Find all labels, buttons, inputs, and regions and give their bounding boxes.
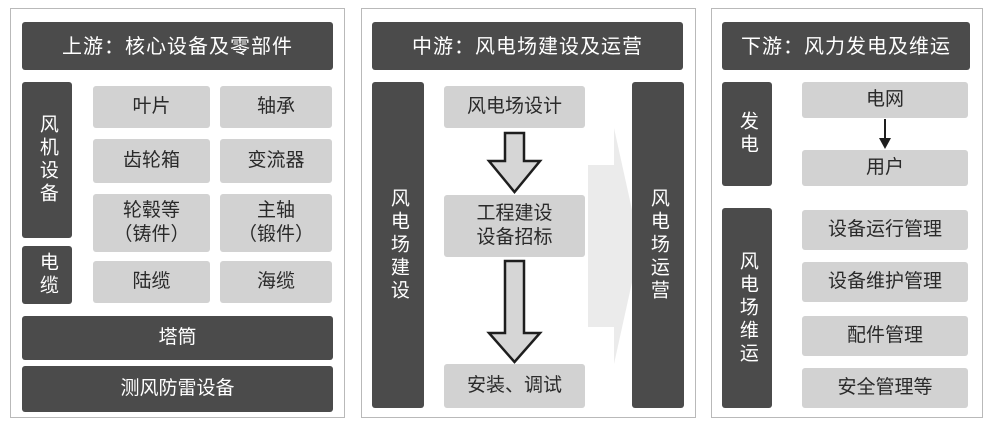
converter-box: 变流器 — [220, 139, 332, 183]
wind-measure-lightning-box: 测风防雷设备 — [22, 366, 333, 412]
down-arrow-icon — [486, 131, 543, 194]
power-generation-label: 发电 — [722, 82, 772, 186]
wind-farm-operation-label: 风电场运营 — [632, 82, 684, 408]
wind-farm-design-box: 风电场设计 — [444, 86, 585, 128]
bearing-box: 轴承 — [220, 86, 332, 128]
main-shaft-forging-box: 主轴 （锻件） — [220, 194, 332, 252]
midstream-header: 中游：风电场建设及运营 — [372, 22, 683, 70]
safety-mgmt-box: 安全管理等 — [802, 368, 968, 408]
wind-turbine-equipment-label: 风机设备 — [22, 82, 72, 238]
tower-box: 塔筒 — [22, 316, 333, 360]
user-box: 用户 — [802, 150, 968, 186]
equipment-operation-mgmt-box: 设备运行管理 — [802, 210, 968, 250]
install-commission-box: 安装、调试 — [444, 364, 585, 408]
upstream-header: 上游：核心设备及零部件 — [22, 22, 333, 70]
gearbox-box: 齿轮箱 — [93, 139, 210, 183]
down-arrow-icon — [486, 259, 543, 364]
sea-cable-box: 海缆 — [220, 261, 332, 303]
parts-mgmt-box: 配件管理 — [802, 316, 968, 356]
hub-casting-box: 轮毂等 （铸件） — [93, 194, 210, 252]
land-cable-box: 陆缆 — [93, 261, 210, 303]
engineering-tendering-box: 工程建设 设备招标 — [444, 195, 585, 257]
wind-farm-maintenance-label: 风电场维运 — [722, 208, 772, 408]
power-grid-box: 电网 — [802, 82, 968, 118]
arrow-down-icon — [879, 138, 891, 149]
wind-farm-construction-label: 风电场建设 — [372, 82, 424, 408]
cable-label: 电缆 — [22, 246, 72, 304]
equipment-maintenance-mgmt-box: 设备维护管理 — [802, 262, 968, 302]
downstream-header: 下游：风力发电及维运 — [722, 22, 970, 70]
blade-box: 叶片 — [93, 86, 210, 128]
